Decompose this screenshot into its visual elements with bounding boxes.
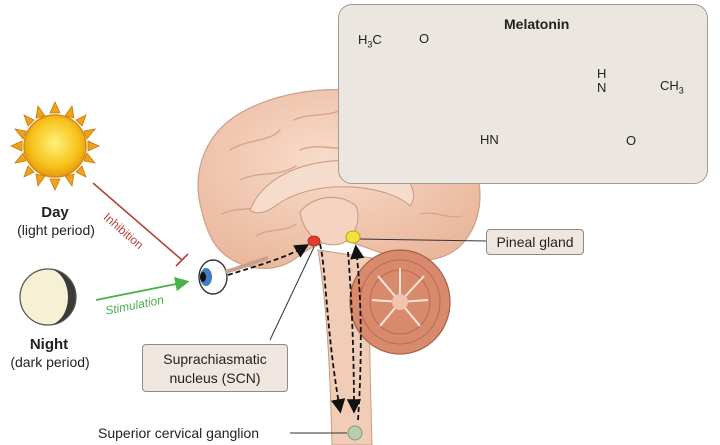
carbonyl-oxygen-label: O (626, 133, 637, 148)
neural-pathway (227, 243, 365, 421)
pineal-gland-label: Pineal gland (486, 229, 584, 255)
moon-icon (19, 268, 77, 326)
methyl-group-label: CH3 (660, 78, 684, 96)
brain-illustration (197, 88, 481, 445)
night-subtitle: (dark period) (10, 354, 90, 370)
methoxy-group-label: H3C (358, 32, 382, 50)
oxygen-label: O (419, 31, 430, 46)
day-title: Day (41, 204, 69, 221)
cerebellum (349, 249, 451, 355)
sun-icon (10, 101, 100, 191)
scn-marker (307, 235, 321, 247)
scn-label-line2: nucleus (SCN) (169, 370, 261, 386)
leader-lines (269, 238, 487, 434)
eye-icon (198, 256, 269, 295)
amide-h-label: H (597, 66, 607, 81)
day-subtitle: (light period) (17, 222, 95, 238)
pineal-gland-marker (345, 230, 361, 244)
indole-nh-label: HN (480, 132, 499, 147)
night-title: Night (29, 336, 69, 353)
ganglion-label: Superior cervical ganglion (98, 425, 260, 441)
inhibition-arrow (92, 182, 189, 267)
melatonin-title: Melatonin (504, 16, 570, 32)
scn-label: Suprachiasmatic nucleus (SCN) (142, 344, 288, 392)
melatonin-box (338, 4, 708, 184)
stimulation-arrow (95, 277, 190, 301)
ganglion-marker (347, 425, 363, 441)
amide-n-label: N (597, 80, 607, 95)
scn-label-line1: Suprachiasmatic (163, 351, 267, 367)
